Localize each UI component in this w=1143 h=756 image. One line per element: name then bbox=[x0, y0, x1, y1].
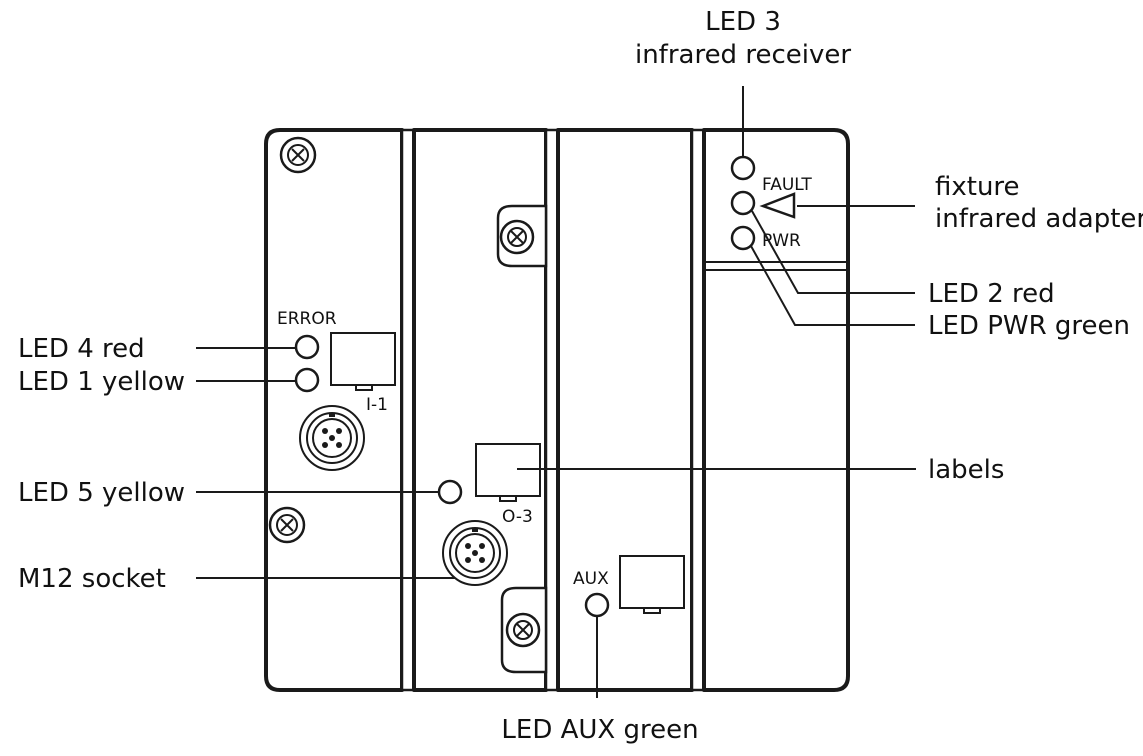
screw-tab-lower bbox=[500, 586, 548, 674]
callout-led-1: LED 1 yellow bbox=[18, 367, 185, 397]
screw-bottom-left bbox=[268, 506, 306, 544]
callout-led-aux: LED AUX green bbox=[501, 715, 698, 745]
led-pwr-indicator bbox=[730, 225, 756, 251]
i1-device-label: I-1 bbox=[366, 395, 388, 415]
callout-fixture-line1: fixture bbox=[935, 172, 1020, 202]
o3-device-label: O-3 bbox=[502, 507, 533, 527]
callout-led-4: LED 4 red bbox=[18, 334, 145, 364]
module-4-body bbox=[702, 128, 850, 692]
callout-fixture-line2: infrared adapter bbox=[935, 204, 1143, 234]
screw-tab-upper bbox=[496, 204, 548, 268]
label-plate-o3 bbox=[475, 443, 541, 502]
label-plate-i1 bbox=[330, 332, 396, 391]
callout-led-3-line1: LED 3 bbox=[705, 7, 781, 37]
led-1-indicator bbox=[294, 367, 320, 393]
m12-socket-i1 bbox=[299, 405, 365, 471]
fault-device-label: FAULT bbox=[762, 175, 812, 195]
module-1-body bbox=[264, 128, 404, 692]
led-4-indicator bbox=[294, 334, 320, 360]
device-housing bbox=[264, 128, 850, 692]
callout-labels: labels bbox=[928, 455, 1004, 485]
led-3-indicator bbox=[730, 155, 756, 181]
screw-top-left bbox=[279, 136, 317, 174]
callout-led-3-line2: infrared receiver bbox=[635, 40, 851, 70]
m12-socket-o3 bbox=[442, 520, 508, 586]
infrared-adapter-triangle bbox=[759, 192, 796, 219]
leader-led-2 bbox=[751, 210, 915, 294]
callout-m12: M12 socket bbox=[18, 564, 166, 594]
led-2-indicator bbox=[730, 190, 756, 216]
module-3-body bbox=[556, 128, 694, 692]
label-plate-aux bbox=[619, 555, 685, 614]
leader-lines bbox=[196, 86, 916, 698]
aux-device-label: AUX bbox=[573, 569, 609, 589]
led-5-indicator bbox=[437, 479, 463, 505]
leader-led-pwr bbox=[750, 245, 915, 326]
callout-led-5: LED 5 yellow bbox=[18, 478, 185, 508]
error-device-label: ERROR bbox=[277, 309, 337, 329]
callout-led-pwr: LED PWR green bbox=[928, 311, 1130, 341]
callout-texts: LED 3 infrared receiver fixture infrared… bbox=[18, 7, 1143, 745]
callout-led-2: LED 2 red bbox=[928, 279, 1055, 309]
led-aux-indicator bbox=[584, 592, 610, 618]
